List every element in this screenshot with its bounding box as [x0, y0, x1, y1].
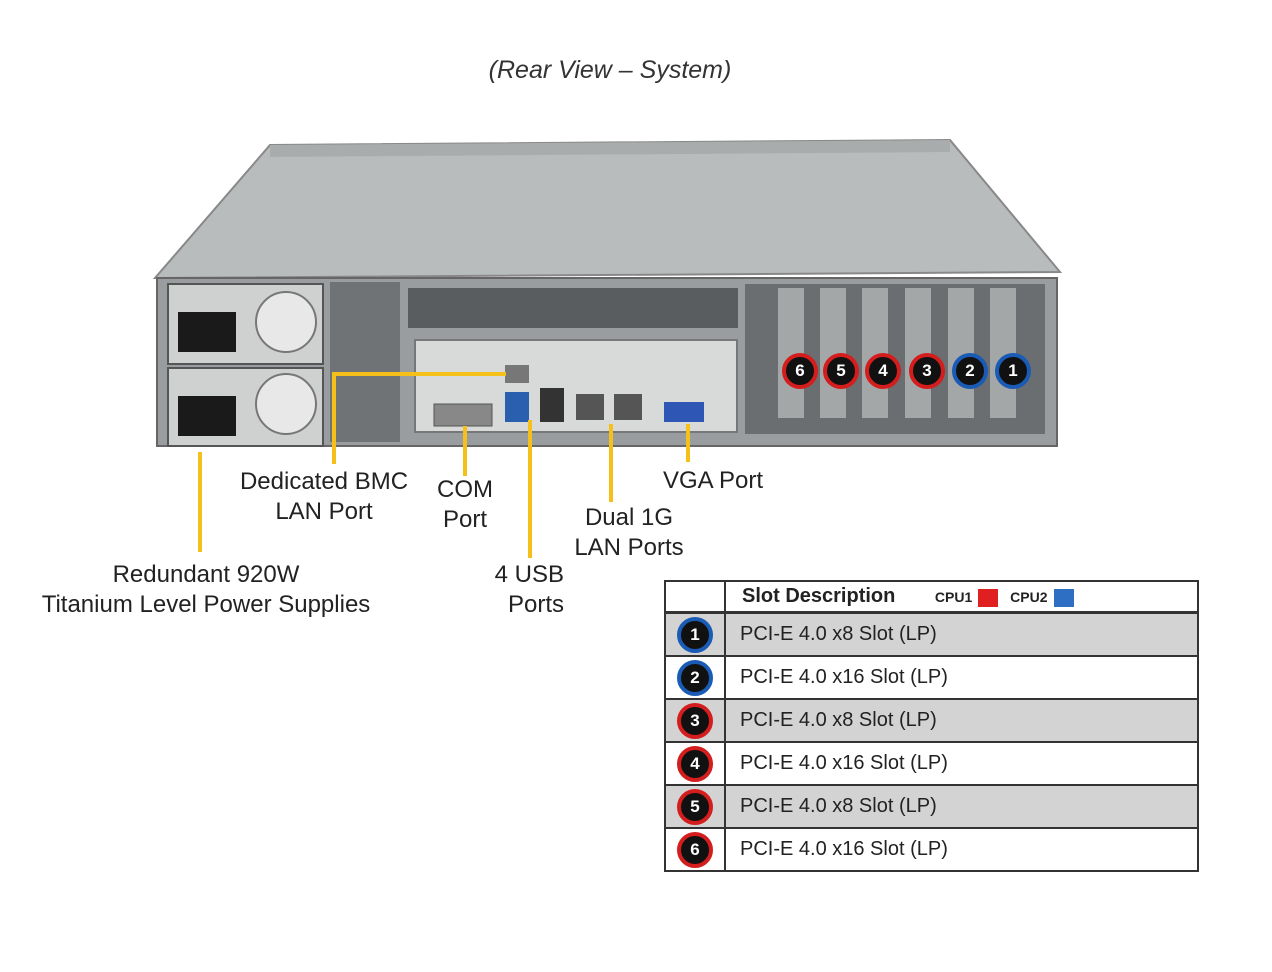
slot-description: PCI-E 4.0 x8 Slot (LP) [724, 784, 1199, 829]
leader-power [198, 452, 202, 552]
leader-bmc-horizontal [332, 372, 506, 376]
slot-number-badge: 2 [677, 659, 713, 696]
leader-vga [686, 424, 690, 462]
slot-description: PCI-E 4.0 x16 Slot (LP) [724, 827, 1199, 872]
slot-badge-6: 6 [782, 353, 818, 389]
leader-com [463, 426, 467, 476]
cpu1-swatch [978, 589, 999, 608]
table-header-row: Slot Description CPU1 CPU2 [664, 580, 1199, 614]
slot-number-badge: 1 [677, 616, 713, 653]
cpu2-legend-label: CPU2 [1010, 589, 1048, 605]
table-row: 2 PCI-E 4.0 x16 Slot (LP) [664, 655, 1199, 700]
table-row: 5 PCI-E 4.0 x8 Slot (LP) [664, 784, 1199, 829]
slot-badge-5: 5 [823, 353, 859, 389]
leader-usb [528, 420, 532, 558]
table-header-desc: Slot Description CPU1 CPU2 [724, 580, 1199, 614]
cpu-legend: CPU1 CPU2 [934, 589, 1082, 608]
slot-description: PCI-E 4.0 x16 Slot (LP) [724, 741, 1199, 786]
table-header-num [664, 580, 726, 614]
leader-bmc-vertical [332, 374, 336, 464]
slot-number-badge: 4 [677, 745, 713, 782]
label-vga-port: VGA Port [662, 467, 764, 494]
slot-description-heading: Slot Description [742, 585, 896, 607]
cpu2-swatch [1053, 589, 1074, 608]
slot-description: PCI-E 4.0 x8 Slot (LP) [724, 698, 1199, 743]
slot-number-badge: 6 [677, 831, 713, 868]
slot-badge-3: 3 [909, 353, 945, 389]
table-row: 4 PCI-E 4.0 x16 Slot (LP) [664, 741, 1199, 786]
table-row: 6 PCI-E 4.0 x16 Slot (LP) [664, 827, 1199, 872]
slot-number-badge: 3 [677, 702, 713, 739]
cpu1-legend-label: CPU1 [934, 589, 973, 605]
diagram-caption: (Rear View – System) [488, 56, 732, 84]
slot-badge-4: 4 [865, 353, 901, 389]
table-row: 1 PCI-E 4.0 x8 Slot (LP) [664, 611, 1199, 657]
slot-number-badge: 5 [677, 788, 713, 825]
table-row: 3 PCI-E 4.0 x8 Slot (LP) [664, 698, 1199, 743]
slot-description-table: Slot Description CPU1 CPU2 1 PCI-E 4.0 x… [664, 580, 1199, 872]
leader-lan [609, 424, 613, 502]
slot-badge-1: 1 [995, 353, 1031, 389]
slot-description: PCI-E 4.0 x8 Slot (LP) [724, 611, 1199, 657]
slot-badge-2: 2 [952, 353, 988, 389]
slot-description: PCI-E 4.0 x16 Slot (LP) [724, 655, 1199, 700]
